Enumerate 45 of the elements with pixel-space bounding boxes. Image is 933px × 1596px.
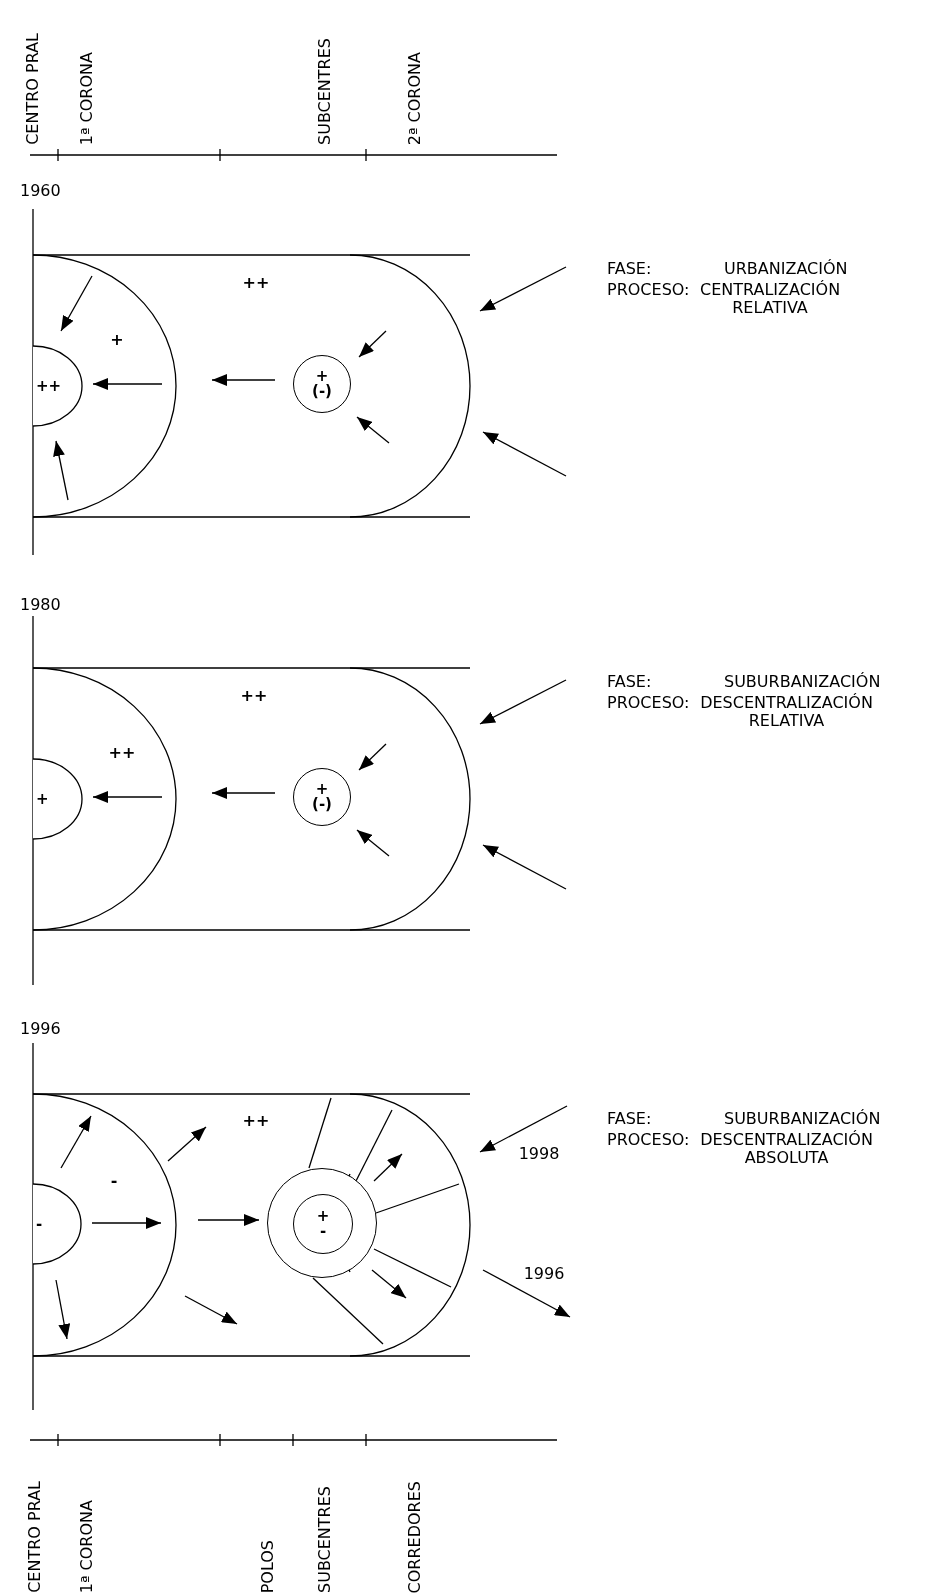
center-zone <box>33 759 83 839</box>
phase-text: URBANIZACIÓN <box>724 260 848 278</box>
sign-label: ++ <box>242 1112 270 1130</box>
year-label: 1980 <box>20 596 61 614</box>
axis-label: CORREDORES <box>406 1480 424 1593</box>
sign-label: + <box>315 369 329 384</box>
axis-label: 1ª CORONA <box>78 51 96 145</box>
year-label: 1960 <box>20 182 61 200</box>
phase-text: PROCESO: <box>607 1131 690 1149</box>
phase-text: PROCESO: <box>607 694 690 712</box>
axis-label: 2ª CORONA <box>406 51 424 145</box>
sign-label: (-) <box>312 384 332 399</box>
sign-label: (-) <box>312 797 332 812</box>
sign-label: - <box>36 1216 43 1232</box>
year-label: 1996 <box>20 1020 61 1038</box>
phase-text: FASE: <box>607 673 652 691</box>
sign-label: + <box>110 331 124 349</box>
phase-text: FASE: <box>607 260 652 278</box>
subcentre-circle <box>293 1194 353 1254</box>
sign-label: ++ <box>36 378 62 394</box>
sign-label: + <box>315 782 329 797</box>
sign-label: ++ <box>108 744 136 762</box>
phase-text: FASE: <box>607 1110 652 1128</box>
axis-label: SUBCENTRES <box>316 38 334 145</box>
phase-text: DESCENTRALIZACIÓN ABSOLUTA <box>700 1131 873 1167</box>
axis-label: CENTRO PRAL <box>26 1481 44 1593</box>
phase-text: PROCESO: <box>607 281 690 299</box>
sign-label: - <box>319 1224 327 1239</box>
sign-label: + <box>316 1209 330 1224</box>
axis-label: SUBCENTRES <box>316 1486 334 1593</box>
year-label: 1996 <box>523 1265 565 1283</box>
center-zone <box>33 1184 82 1264</box>
sign-label: + <box>36 791 49 807</box>
center-zone <box>33 346 83 426</box>
phase-text: SUBURBANIZACIÓN <box>724 673 881 691</box>
phase-text: CENTRALIZACIÓN RELATIVA <box>700 281 840 317</box>
phase-text: DESCENTRALIZACIÓN RELATIVA <box>700 694 873 730</box>
sign-label: - <box>110 1172 118 1190</box>
sign-label: ++ <box>242 274 270 292</box>
sign-label: ++ <box>240 687 268 705</box>
phase-text: SUBURBANIZACIÓN <box>724 1110 881 1128</box>
axis-label: POLOS <box>259 1539 277 1593</box>
axis-label: 1ª CORONA <box>78 1499 96 1593</box>
axis-label: CENTRO PRAL <box>24 33 42 145</box>
year-label: 1998 <box>518 1145 560 1163</box>
